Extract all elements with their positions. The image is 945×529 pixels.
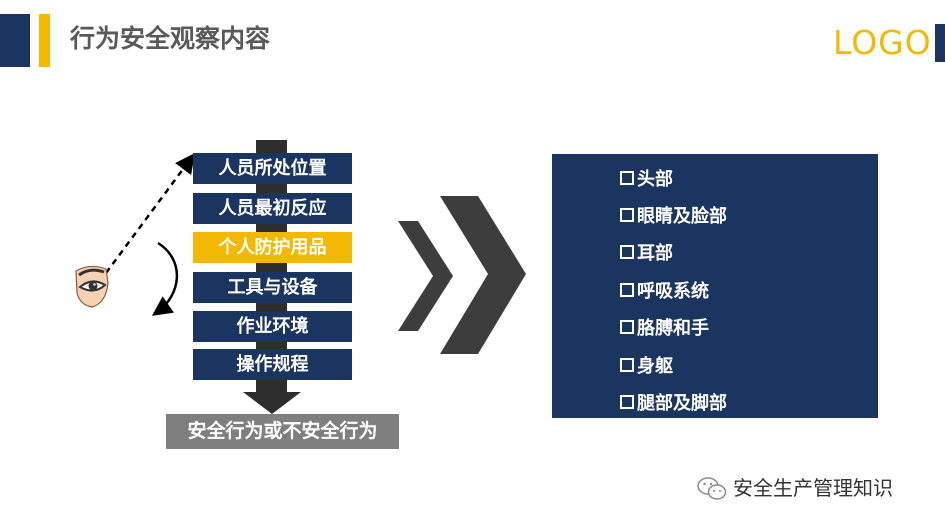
flow-result: 安全行为或不安全行为 [166, 414, 399, 449]
flow-step-ppe: 个人防护用品 [193, 232, 352, 263]
logo: LOGO [833, 23, 932, 62]
checkbox-icon [620, 171, 634, 185]
body-part-item: 胳膊和手 [620, 317, 709, 341]
header-yellow-bar [39, 14, 50, 67]
footer-source: 安全生产管理知识 [733, 476, 893, 500]
flow-step-tools: 工具与设备 [193, 272, 352, 303]
body-part-item: 耳部 [620, 242, 673, 266]
curved-arrow [151, 241, 179, 316]
body-part-item: 头部 [620, 168, 673, 192]
checkbox-icon [620, 395, 634, 409]
chevron-double-right-icon [398, 196, 526, 354]
flow-step-position: 人员所处位置 [193, 153, 352, 184]
checkbox-icon [620, 320, 634, 334]
dashed-arrow [104, 152, 195, 274]
header-accent-block [0, 14, 30, 67]
eye-icon [75, 265, 109, 308]
checkbox-icon [620, 208, 634, 222]
body-part-item: 眼睛及脸部 [620, 205, 727, 229]
body-part-item: 腿部及脚部 [620, 392, 727, 416]
observation-arrows [104, 152, 195, 316]
checkbox-icon [620, 358, 634, 372]
body-part-item: 呼吸系统 [620, 280, 709, 304]
page-title: 行为安全观察内容 [70, 24, 271, 53]
body-part-item: 身躯 [620, 355, 673, 379]
wechat-icon [697, 477, 727, 500]
flow-arrow-head [243, 392, 301, 414]
flow-step-reaction: 人员最初反应 [193, 193, 352, 224]
flow-step-environment: 作业环境 [193, 311, 352, 342]
checkbox-icon [620, 245, 634, 259]
header-right-block [935, 24, 945, 62]
flow-step-procedure: 操作规程 [193, 349, 352, 380]
body-parts-panel [552, 154, 878, 418]
checkbox-icon [620, 283, 634, 297]
